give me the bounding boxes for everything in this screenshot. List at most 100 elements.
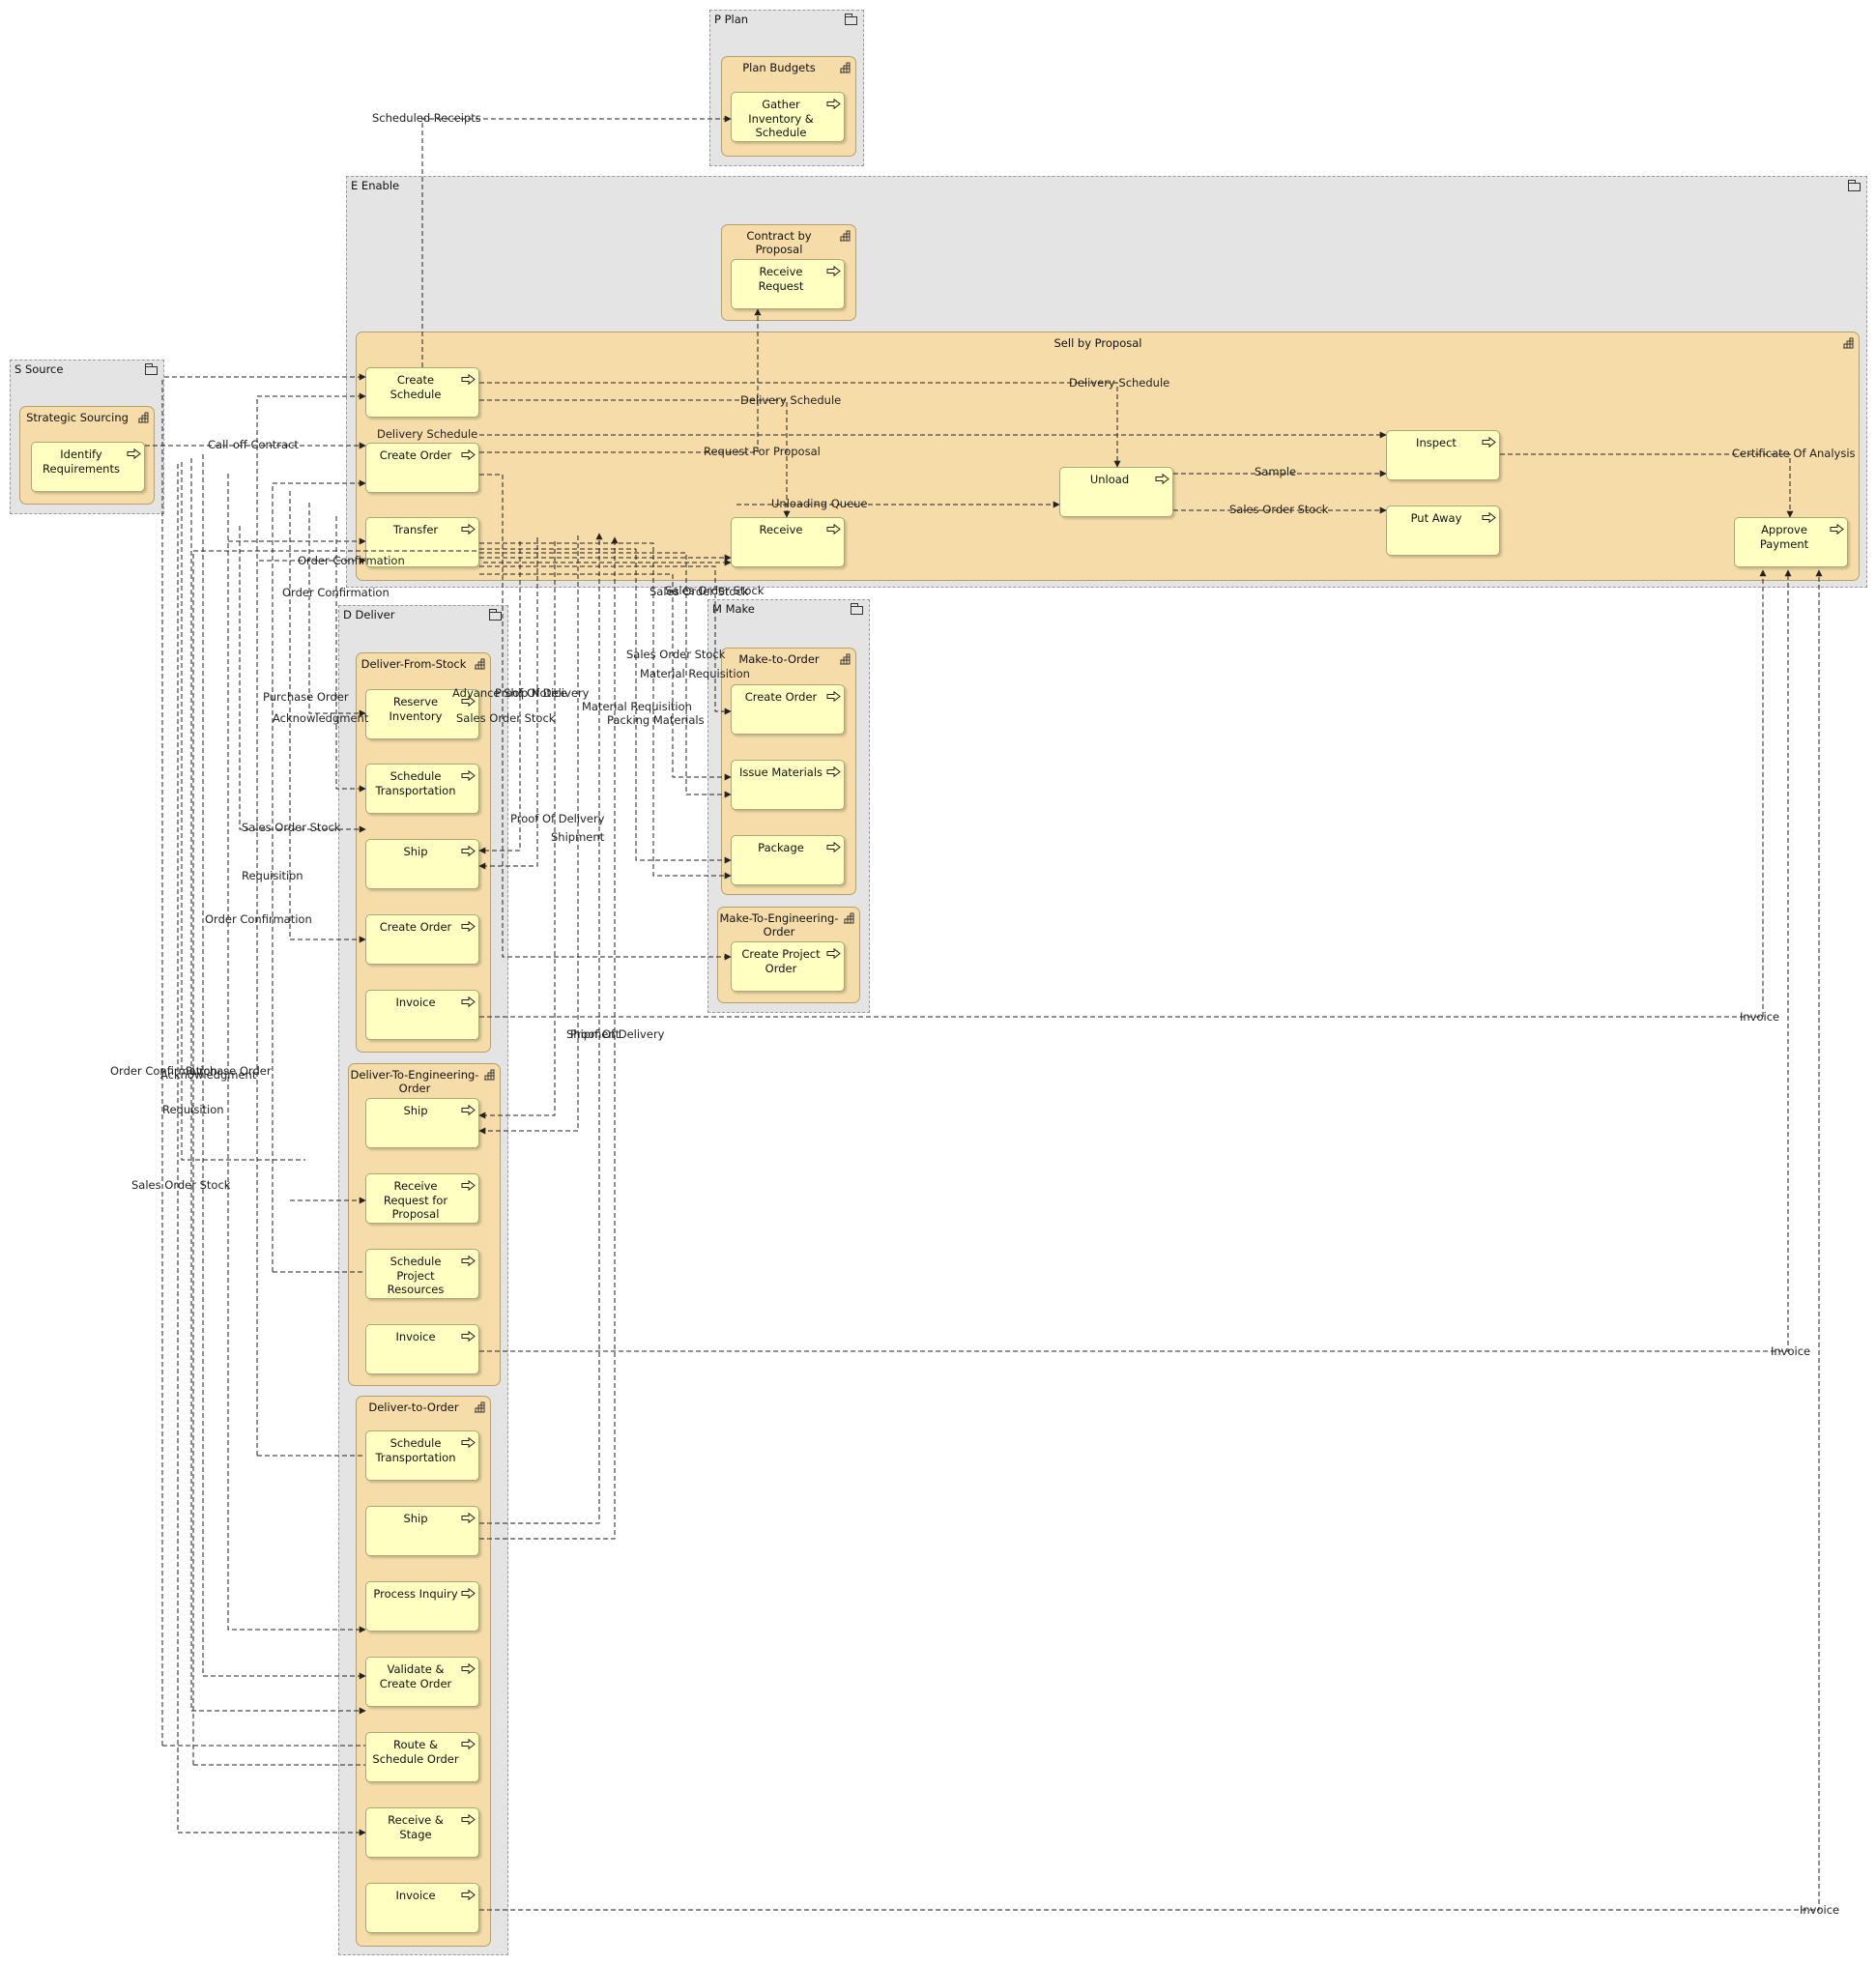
flow-label: Delivery Schedule [1069, 376, 1170, 390]
package-title: M Make [712, 602, 755, 616]
process-dte-invoice[interactable]: Invoice [365, 1324, 479, 1374]
group-title: Contract by Proposal [746, 229, 812, 256]
folder-icon [145, 363, 158, 375]
process-dfs-sched-transport[interactable]: Schedule Transportation [365, 764, 479, 814]
arrow-right-icon [826, 691, 841, 702]
process-dte-ship[interactable]: Ship [365, 1098, 479, 1148]
package-title: D Deliver [343, 608, 395, 621]
process-dte-sched-resources[interactable]: Schedule Project Resources [365, 1249, 479, 1299]
arrow-right-icon [461, 1814, 476, 1825]
group-sell-by-proposal[interactable]: Sell by Proposal [356, 332, 1860, 581]
process-dto-route[interactable]: Route & Schedule Order [365, 1732, 479, 1782]
process-label: Process Inquiry [373, 1587, 458, 1601]
flow-label: Invoice [1740, 1010, 1780, 1024]
flow-label: Sales Order Stock [456, 711, 556, 725]
process-mto-issue[interactable]: Issue Materials [731, 760, 845, 810]
group-title: Strategic Sourcing [26, 411, 129, 424]
group-title: Plan Budgets [742, 61, 816, 74]
process-label: Ship [403, 845, 428, 858]
process-label: Put Away [1410, 511, 1462, 525]
process-label: Invoice [395, 996, 436, 1009]
process-label: Issue Materials [738, 765, 823, 779]
process-mteo-create-project[interactable]: Create Project Order [731, 941, 845, 992]
arrow-right-icon [461, 996, 476, 1007]
process-identify-req[interactable]: Identify Requirements [31, 442, 145, 492]
flow-label: Sales Order Stock [242, 821, 341, 834]
process-dto-sched-transport[interactable]: Schedule Transportation [365, 1430, 479, 1481]
arrow-right-icon [826, 842, 841, 852]
process-label: Create Schedule [390, 373, 442, 401]
process-dto-process-inquiry[interactable]: Process Inquiry [365, 1581, 479, 1632]
process-label: Create Order [379, 920, 452, 934]
flow-label: Shipment [551, 830, 605, 844]
process-label: Receive & Stage [388, 1813, 444, 1841]
flow-label: Request For Proposal [704, 445, 821, 458]
process-receive-request[interactable]: Receive Request [731, 259, 845, 309]
flow-label: Order Confirmation [110, 1064, 217, 1078]
group-title: Sell by Proposal [1053, 336, 1142, 350]
grid-icon [840, 62, 851, 73]
process-sp-create-order[interactable]: Create Order [365, 443, 479, 493]
flow-label: Advance Ship Notice [452, 686, 567, 700]
arrow-right-icon [1830, 524, 1844, 534]
flow-label: Unloading Queue [771, 497, 868, 510]
arrow-right-icon [1482, 512, 1496, 523]
flow-label: Certificate Of Analysis [1732, 447, 1856, 460]
process-label: Receive [759, 523, 803, 536]
process-gather[interactable]: Gather Inventory & Schedule [731, 92, 845, 142]
process-dto-ship[interactable]: Ship [365, 1506, 479, 1556]
process-label: Identify Requirements [43, 448, 120, 476]
process-put-away[interactable]: Put Away [1386, 505, 1500, 556]
process-mto-package[interactable]: Package [731, 835, 845, 885]
arrow-right-icon [461, 1663, 476, 1674]
process-label: Ship [403, 1512, 428, 1525]
arrow-right-icon [461, 449, 476, 460]
process-create-schedule[interactable]: Create Schedule [365, 367, 479, 418]
arrow-right-icon [461, 1513, 476, 1523]
flow-label: Sales Order Stock [131, 1178, 231, 1192]
process-label: Schedule Transportation [375, 769, 456, 797]
process-mto-create-order[interactable]: Create Order [731, 684, 845, 735]
flow-label: Call-off Contract [208, 438, 299, 451]
arrow-right-icon [1155, 474, 1169, 484]
process-approve-payment[interactable]: Approve Payment [1734, 517, 1848, 567]
process-dto-validate[interactable]: Validate & Create Order [365, 1657, 479, 1707]
process-dfs-invoice[interactable]: Invoice [365, 990, 479, 1040]
package-title: P Plan [714, 13, 749, 26]
process-dto-invoice[interactable]: Invoice [365, 1883, 479, 1933]
arrow-right-icon [826, 948, 841, 959]
process-label: Unload [1089, 473, 1130, 486]
process-dte-receive-rfp[interactable]: Receive Request for Proposal [365, 1173, 479, 1224]
flow-label: Invoice [1800, 1903, 1840, 1917]
process-dfs-ship[interactable]: Ship [365, 839, 479, 889]
process-label: Invoice [395, 1889, 436, 1902]
arrow-right-icon [826, 266, 841, 276]
arrow-right-icon [461, 770, 476, 781]
process-sp-receive[interactable]: Receive [731, 517, 845, 567]
arrow-right-icon [826, 99, 841, 109]
grid-icon [484, 1069, 495, 1081]
grid-icon [840, 230, 851, 242]
arrow-right-icon [461, 1256, 476, 1266]
flow-label: Sample [1255, 465, 1297, 478]
arrow-right-icon [461, 846, 476, 856]
folder-icon [845, 14, 857, 25]
grid-icon [840, 653, 851, 665]
flow-label: Acknowledgment [273, 711, 369, 725]
flow-connector [479, 569, 1767, 1018]
process-inspect[interactable]: Inspect [1386, 430, 1500, 480]
process-unload[interactable]: Unload [1059, 467, 1173, 517]
arrow-right-icon [826, 524, 841, 534]
process-label: Gather Inventory & Schedule [748, 98, 814, 139]
flow-label: Order Confirmation [298, 554, 405, 567]
grid-icon [475, 1401, 485, 1413]
folder-icon [851, 603, 863, 615]
flow-label: Requisition [242, 869, 303, 882]
arrow-right-icon [461, 1331, 476, 1342]
grid-icon [475, 658, 485, 670]
flow-label: Proof Of Delivery [570, 1027, 665, 1041]
process-dfs-create-order[interactable]: Create Order [365, 914, 479, 965]
process-dto-receive-stage[interactable]: Receive & Stage [365, 1807, 479, 1858]
process-label: Package [758, 841, 804, 854]
flow-label: Sales Order Stock [665, 584, 765, 597]
